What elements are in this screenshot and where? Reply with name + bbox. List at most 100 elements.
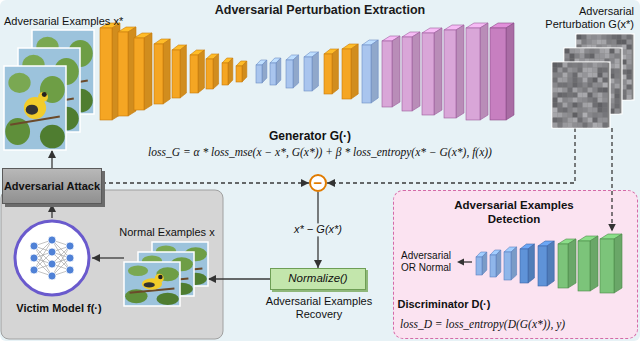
noise-cell xyxy=(615,74,620,79)
noise-cell xyxy=(598,113,603,118)
noise-cell xyxy=(610,54,615,59)
noise-cell xyxy=(607,35,612,40)
layer-side xyxy=(547,241,554,286)
node-figure xyxy=(552,34,634,128)
noise-cell xyxy=(563,88,568,93)
noise-cell xyxy=(595,49,600,54)
noise-cell xyxy=(558,68,563,73)
noise-cell xyxy=(578,73,583,78)
layer-side xyxy=(392,36,400,107)
noise-cell xyxy=(603,63,608,68)
image-caption: Adversarial Perturbation G(x*) xyxy=(534,5,634,31)
noise-cell xyxy=(588,83,593,88)
noise-cell xyxy=(587,40,592,45)
layer-side xyxy=(198,50,204,93)
noise-cell xyxy=(598,108,603,113)
noise-cell xyxy=(573,123,578,128)
noise-cell xyxy=(593,88,598,93)
layer-front xyxy=(100,28,112,120)
noise-cell xyxy=(558,108,563,113)
image-stack: Adversarial Examples x* xyxy=(4,30,94,150)
noise-cell xyxy=(563,78,568,83)
panel-title: Adversarial Perturbation Extraction xyxy=(200,3,440,18)
victim-panel xyxy=(1,190,223,339)
noise-cell xyxy=(573,118,578,123)
noise-cell xyxy=(583,63,588,68)
noise-cell xyxy=(615,109,620,114)
noise-cell xyxy=(553,73,558,78)
noise-cell xyxy=(598,68,603,73)
noise-cell xyxy=(603,88,608,93)
noise-cell xyxy=(617,35,622,40)
layer-side xyxy=(506,23,514,120)
noise-cell xyxy=(615,94,620,99)
image-caption: Normal Examples x xyxy=(114,226,220,239)
layer-side xyxy=(412,32,420,111)
bird-cap xyxy=(42,92,47,97)
noise-cell xyxy=(603,98,608,103)
layer-front xyxy=(118,32,128,116)
noise-cell xyxy=(583,93,588,98)
noise-cell xyxy=(568,63,573,68)
noise-cell xyxy=(603,123,608,128)
noise-cell xyxy=(558,98,563,103)
noise-frame xyxy=(576,34,634,100)
edge-label: x* − G(x*) xyxy=(291,223,345,236)
noise-cell xyxy=(588,93,593,98)
noise-cell xyxy=(558,103,563,108)
noise-cell xyxy=(615,99,620,104)
noise-cell xyxy=(578,108,583,113)
noise-cell xyxy=(585,54,590,59)
noise-cell xyxy=(627,85,632,90)
noise-cell xyxy=(597,40,602,45)
noise-cell xyxy=(593,63,598,68)
neuron xyxy=(66,254,74,262)
noise-cell xyxy=(615,104,620,109)
noise-cell xyxy=(563,98,568,103)
noise-cell xyxy=(558,83,563,88)
noise-cell xyxy=(553,78,558,83)
generator-network: Generator G(·) xyxy=(100,22,520,126)
noise-cell xyxy=(603,103,608,108)
box-label: Adversarial Attack xyxy=(4,180,100,193)
arrow-head xyxy=(457,259,464,266)
noise-cell xyxy=(593,113,598,118)
noise-cell xyxy=(598,103,603,108)
noise-cell xyxy=(558,88,563,93)
noise-cell xyxy=(603,113,608,118)
noise-cell xyxy=(578,88,583,93)
noise-cell xyxy=(553,98,558,103)
layer-front xyxy=(324,54,332,94)
noise-cell xyxy=(598,93,603,98)
stage-caption: Adversarial Examples Recovery xyxy=(257,295,381,321)
neuron xyxy=(30,266,38,274)
layer-front xyxy=(520,249,528,283)
noise-cell xyxy=(627,45,632,50)
normalize-box: Normalize()Adversarial Examples Recovery xyxy=(270,268,366,290)
noise-cell xyxy=(588,123,593,128)
noise-cell xyxy=(568,78,573,83)
noise-cell xyxy=(573,103,578,108)
panel-title: Adversarial Examples Detection xyxy=(439,199,589,227)
noise-cell xyxy=(627,80,632,85)
victim-model: Victim Model f(·) xyxy=(12,218,92,298)
noise-cell xyxy=(593,123,598,128)
dashed-arrow xyxy=(102,182,309,183)
noise-cell xyxy=(617,40,622,45)
noise-cell xyxy=(622,35,627,40)
noise-cell xyxy=(573,108,578,113)
layer-side xyxy=(614,234,622,293)
noise-cell xyxy=(583,123,588,128)
photo-frame xyxy=(4,66,66,150)
leaf xyxy=(8,73,30,93)
layer-front xyxy=(304,57,312,91)
layer-side xyxy=(276,58,281,85)
function-name: Normalize() xyxy=(288,272,347,285)
noise-cell xyxy=(583,73,588,78)
layer-front xyxy=(172,50,180,98)
noise-cell xyxy=(578,68,583,73)
noise-cell xyxy=(585,49,590,54)
operator-sign: − xyxy=(314,175,323,190)
layer-side xyxy=(351,44,358,99)
